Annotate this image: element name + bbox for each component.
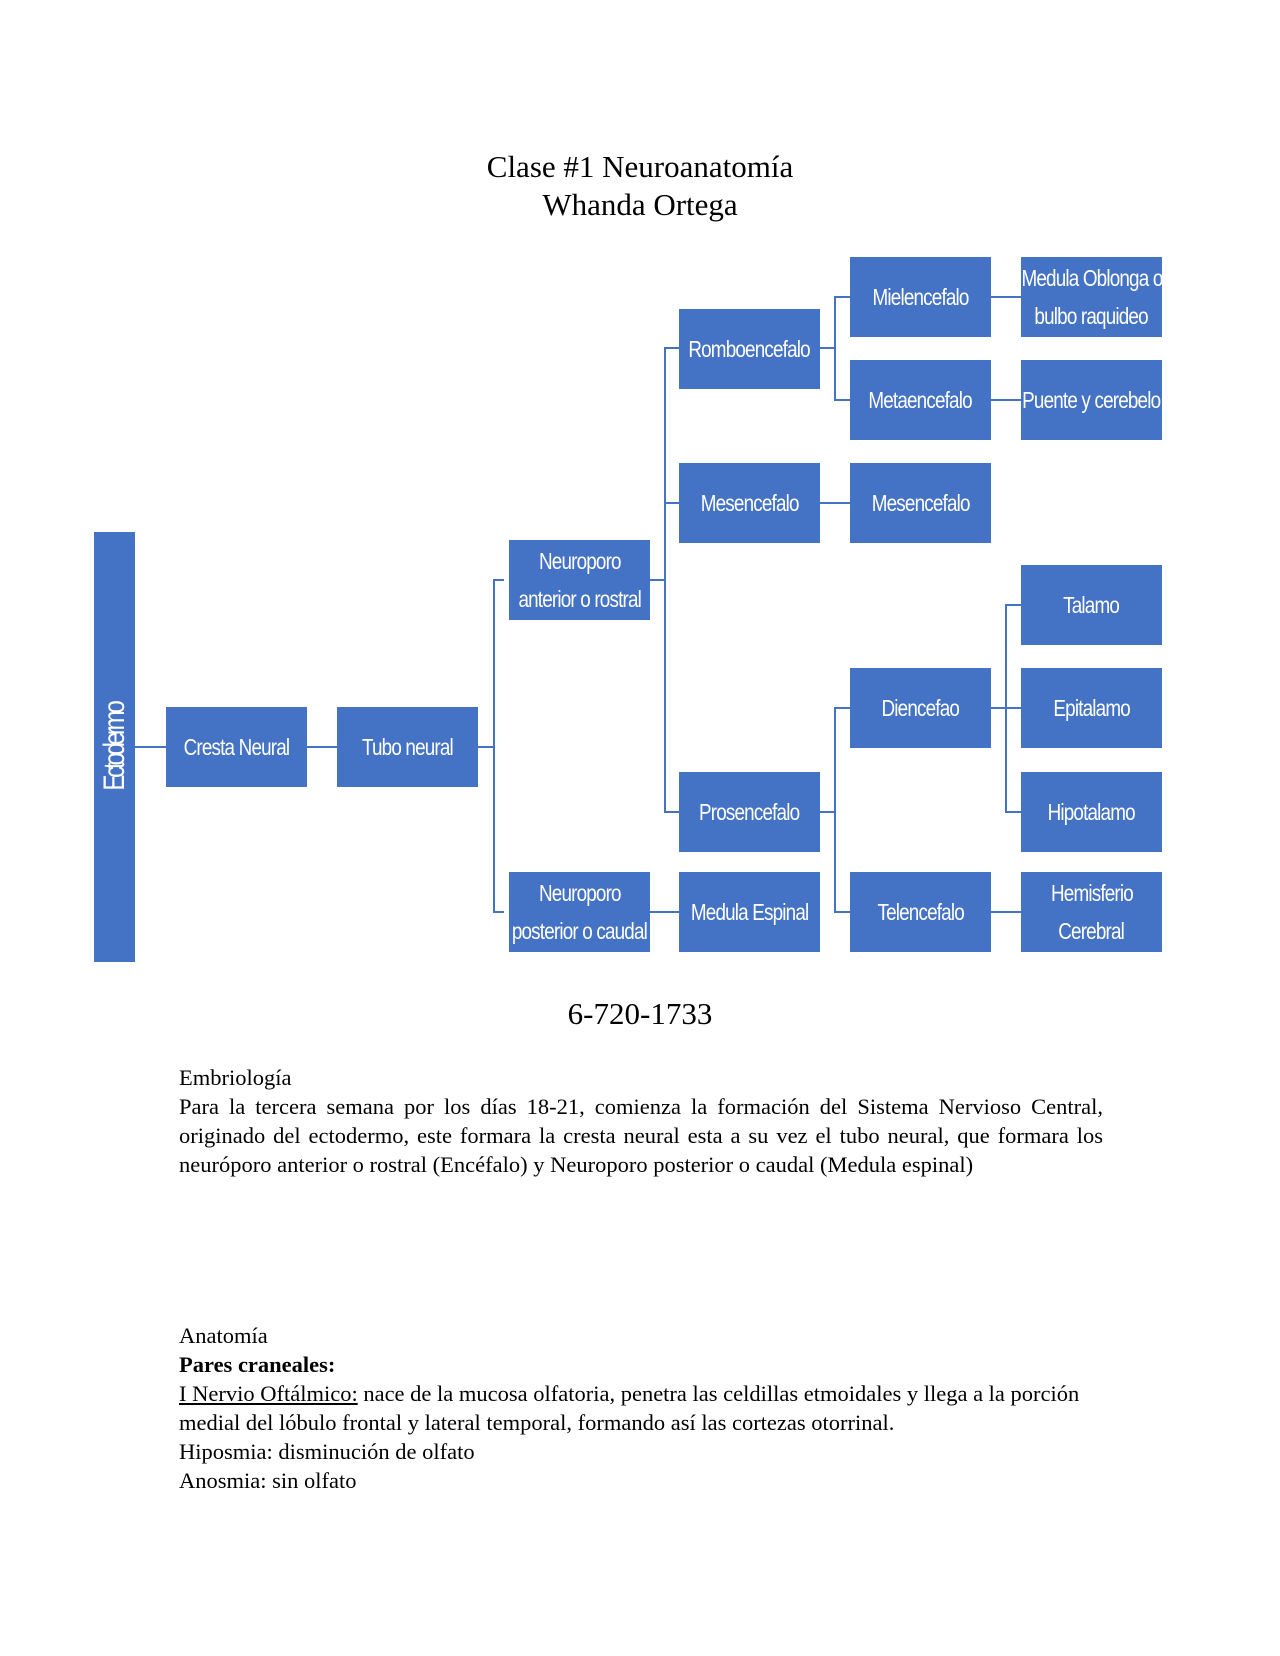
node-cresta-neural: Cresta Neural: [166, 707, 307, 787]
node-metaencefalo: Metaencefalo: [850, 360, 991, 440]
node-label: Mesencefalo: [871, 490, 971, 516]
node-label: Tubo neural: [362, 734, 454, 760]
node-label-line2: posterior o caudal: [511, 918, 648, 944]
node-neuroporo-anterior: Neuroporo anterior o rostral: [509, 540, 650, 620]
nervio-label: I Nervio Oftálmico:: [179, 1381, 358, 1406]
node-label: Prosencefalo: [699, 799, 800, 825]
diagram-connectors: [135, 296, 1021, 913]
node-label-line2: anterior o rostral: [518, 586, 641, 612]
pares-craneales-heading: Pares craneales:: [179, 1352, 336, 1377]
node-label-line2: bulbo raquideo: [1034, 303, 1149, 329]
node-ectodermo-label: Ectodermo: [97, 703, 131, 791]
page-title: Clase #1 Neuroanatomía: [486, 149, 794, 184]
embriologia-body: Para la tercera semana por los días 18-2…: [179, 1094, 1103, 1177]
node-label: Hipotalamo: [1047, 799, 1136, 825]
author-name: Whanda Ortega: [542, 187, 738, 222]
node-label: Mesencefalo: [700, 490, 800, 516]
node-puente-cerebelo: Puente y cerebelo: [1021, 360, 1162, 440]
node-label: Puente y cerebelo: [1022, 387, 1161, 413]
embriologia-section: Embriología Para la tercera semana por l…: [179, 1063, 1103, 1179]
hiposmia-line: Hiposmia: disminución de olfato: [179, 1439, 475, 1464]
node-label-line1: Hemisferio: [1050, 880, 1134, 906]
anosmia-line: Anosmia: sin olfato: [179, 1468, 357, 1493]
node-mesencefalo-1: Mesencefalo: [679, 463, 820, 543]
node-label-line1: Neuroporo: [538, 548, 622, 574]
embriologia-heading: Embriología: [179, 1065, 292, 1090]
node-tubo-neural: Tubo neural: [337, 707, 478, 787]
node-label-line1: Medula Oblonga o: [1020, 265, 1163, 291]
node-medula-espinal: Medula Espinal: [679, 872, 820, 952]
node-label: Cresta Neural: [183, 734, 291, 760]
node-label: Metaencefalo: [868, 387, 973, 413]
node-prosencefalo: Prosencefalo: [679, 772, 820, 852]
node-hemisferio-cerebral: Hemisferio Cerebral: [1021, 872, 1162, 952]
node-label: Talamo: [1063, 592, 1121, 618]
node-label: Epitalamo: [1053, 695, 1130, 721]
node-label-line2: Cerebral: [1058, 918, 1126, 944]
node-label: Romboencefalo: [688, 336, 811, 362]
node-neuroporo-posterior: Neuroporo posterior o caudal: [509, 872, 650, 952]
node-romboencefalo: Romboencefalo: [679, 309, 820, 389]
node-telencefalo: Telencefalo: [850, 872, 991, 952]
node-label: Telencefalo: [877, 899, 964, 925]
anatomia-section: Anatomía Pares craneales: I Nervio Oftál…: [179, 1321, 1103, 1495]
node-talamo: Talamo: [1021, 565, 1162, 645]
node-diencefalo: Diencefao: [850, 668, 991, 748]
node-label: Medula Espinal: [690, 899, 809, 925]
node-label: Mielencefalo: [872, 284, 969, 310]
node-epitalamo: Epitalamo: [1021, 668, 1162, 748]
node-hipotalamo: Hipotalamo: [1021, 772, 1162, 852]
node-medula-oblonga: Medula Oblonga o bulbo raquideo: [1020, 257, 1163, 337]
node-ectodermo: Ectodermo: [94, 532, 135, 962]
node-mesencefalo-2: Mesencefalo: [850, 463, 991, 543]
phone-number: 6-720-1733: [567, 996, 713, 1031]
node-label-line1: Neuroporo: [538, 880, 622, 906]
node-label: Diencefao: [881, 695, 960, 721]
nervio-text: nace de la mucosa olfatoria, penetra las…: [179, 1381, 1080, 1435]
nervio-paragraph: I Nervio Oftálmico: nace de la mucosa ol…: [179, 1379, 1103, 1437]
node-mielencefalo: Mielencefalo: [850, 257, 991, 337]
anatomia-heading: Anatomía: [179, 1323, 268, 1348]
